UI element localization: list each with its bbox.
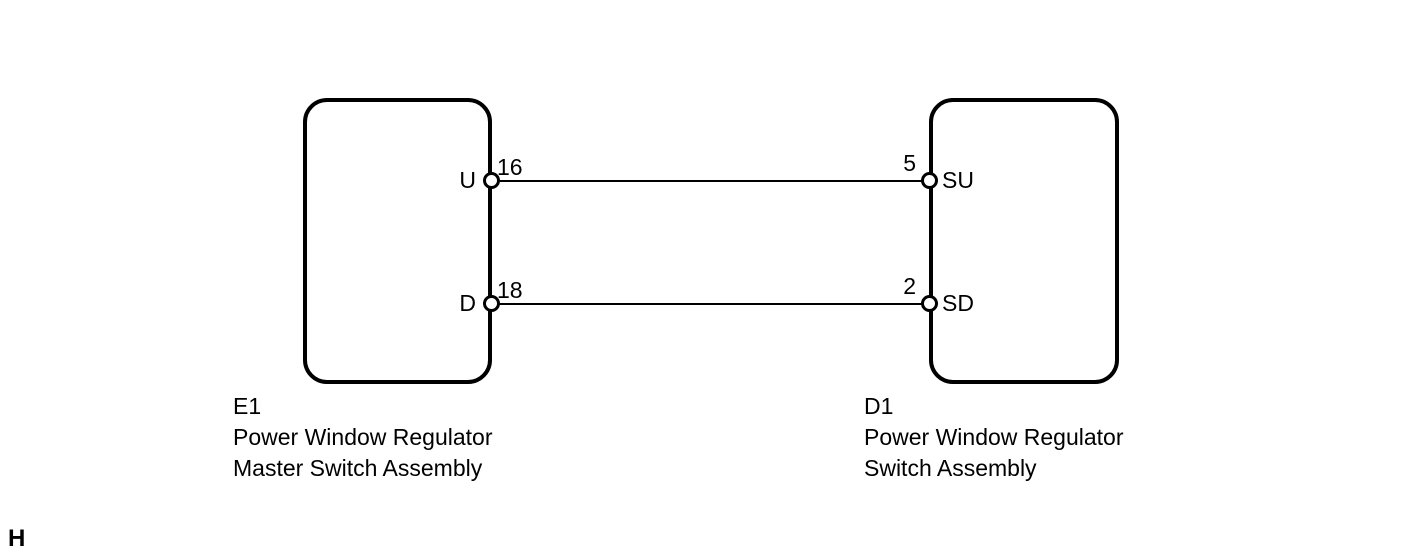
terminal-label-u: U	[459, 167, 476, 193]
terminal-circle-u	[483, 172, 500, 189]
left-component-caption: E1 Power Window Regulator Master Switch …	[233, 391, 493, 484]
terminal-circle-sd	[921, 295, 938, 312]
right-component-caption: D1 Power Window Regulator Switch Assembl…	[864, 391, 1124, 484]
right-component-box	[929, 98, 1119, 384]
terminal-circle-d	[483, 295, 500, 312]
right-component-name-line2: Switch Assembly	[864, 455, 1037, 481]
pin-number-5: 5	[903, 150, 916, 176]
left-component-code: E1	[233, 393, 262, 419]
right-component-code: D1	[864, 393, 894, 419]
pin-number-16: 16	[497, 154, 523, 180]
wire-d-to-sd	[492, 303, 929, 305]
terminal-label-su: SU	[942, 167, 974, 193]
page-marker: H	[8, 525, 26, 552]
left-component-name-line1: Power Window Regulator	[233, 424, 493, 450]
left-component-box	[303, 98, 492, 384]
left-component-name-line2: Master Switch Assembly	[233, 455, 483, 481]
right-component-name-line1: Power Window Regulator	[864, 424, 1124, 450]
wire-u-to-su	[492, 180, 929, 182]
pin-number-2: 2	[903, 273, 916, 299]
terminal-circle-su	[921, 172, 938, 189]
pin-number-18: 18	[497, 277, 523, 303]
terminal-label-d: D	[459, 290, 476, 316]
terminal-label-sd: SD	[942, 290, 974, 316]
